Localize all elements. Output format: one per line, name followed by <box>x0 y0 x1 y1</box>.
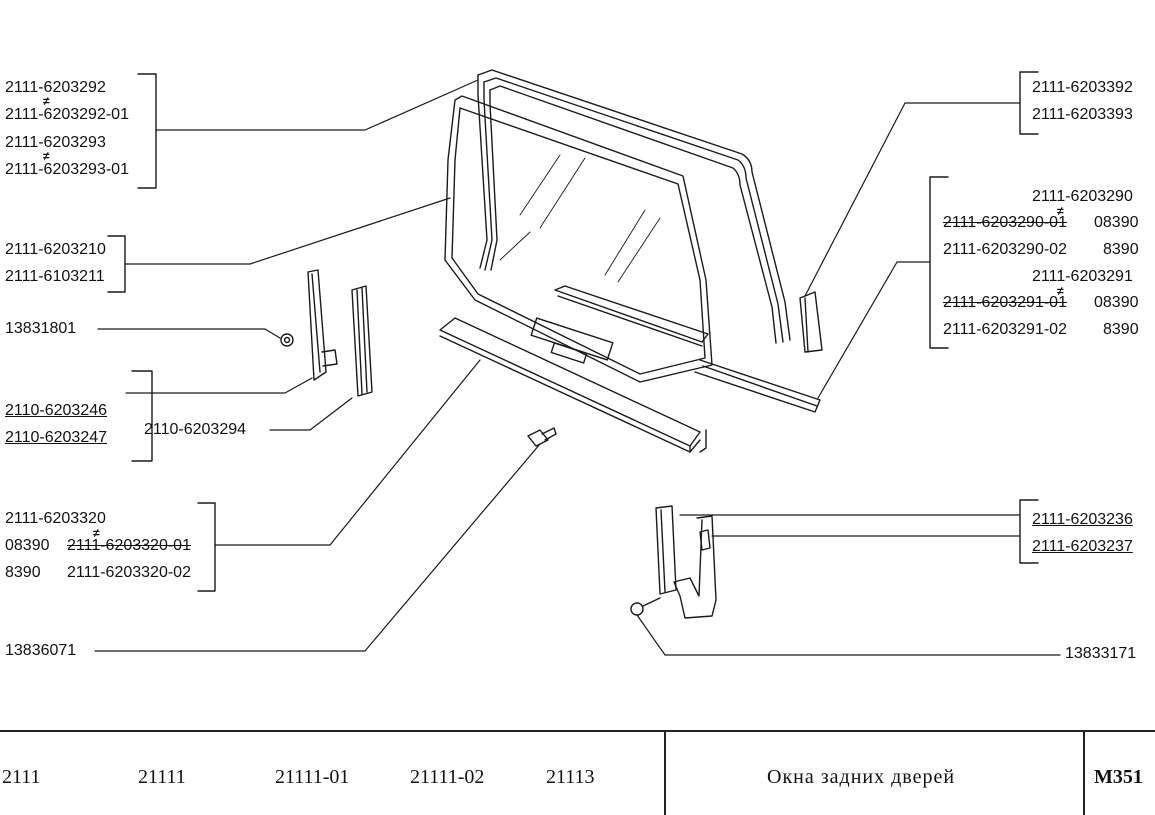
neq-mark: ≠ <box>1057 204 1064 218</box>
footer-title: Окна задних дверей <box>767 766 956 788</box>
label-glass-2111-6103211: 2111-6103211 <box>5 268 105 285</box>
outer-belt-molding <box>439 317 707 453</box>
label-rear-guide-237: 2111-6203237 <box>1032 538 1133 555</box>
footer-divider <box>1083 732 1085 815</box>
footer-divider <box>664 732 666 815</box>
door-glass <box>444 95 713 383</box>
guide-channel-drawing <box>351 285 373 397</box>
label-front-guide-247: 2110-6203247 <box>5 429 108 446</box>
label-seal-2111-6203292-01: 2111-6203292-01 <box>5 106 129 123</box>
neq-mark: ≠ <box>43 94 50 108</box>
nut-drawing <box>280 333 294 347</box>
leader-lines <box>94 79 1061 656</box>
label-outer-seal-r4: 2111-6203291 <box>1032 268 1133 285</box>
label-outer-seal-r1: 2111-6203290 <box>1032 188 1133 205</box>
footer-model-2111: 2111 <box>2 766 41 788</box>
footer-model-21113: 21113 <box>546 766 595 788</box>
label-seal-2111-6203293: 2111-6203293 <box>5 134 106 151</box>
label-inner-seal-row3: 2111-6203320-02 <box>67 564 191 581</box>
rear-guide-drawing <box>630 505 717 619</box>
label-outer-seal-r6-suffix: 8390 <box>1103 321 1139 338</box>
label-glass-2111-6203210: 2111-6203210 <box>5 241 106 258</box>
label-inner-seal-row2: 2111-6203320-01 <box>67 537 191 554</box>
label-outer-seal-r2-suffix: 08390 <box>1094 214 1139 231</box>
parts-diagram <box>94 69 1061 656</box>
brackets <box>107 71 1039 592</box>
label-outer-seal-r6: 2111-6203291-02 <box>943 321 1067 338</box>
outer-seal-strip <box>694 359 821 413</box>
label-outer-seal-r3: 2111-6203290-02 <box>943 241 1067 258</box>
label-seal-2111-6203292: 2111-6203292 <box>5 79 106 96</box>
window-frame-seal <box>477 69 791 344</box>
label-outer-seal-r5: 2111-6203291-01 <box>943 294 1067 311</box>
label-pillar-seal-393: 2111-6203393 <box>1032 106 1133 123</box>
label-rear-guide-236: 2111-6203236 <box>1032 511 1133 528</box>
label-bolt-13833171: 13833171 <box>1065 645 1137 662</box>
bolt-drawing-center <box>527 427 557 447</box>
neq-mark: ≠ <box>43 149 50 163</box>
label-outer-seal-r5-suffix: 08390 <box>1094 294 1139 311</box>
label-nut: 13831801 <box>5 320 77 337</box>
neq-mark: ≠ <box>1057 284 1064 298</box>
label-inner-seal-row1: 2111-6203320 <box>5 510 106 527</box>
pillar-seal-piece <box>799 291 823 353</box>
inner-belt-seal <box>554 285 709 347</box>
neq-mark: ≠ <box>93 526 100 540</box>
label-outer-seal-r2: 2111-6203290-01 <box>943 214 1067 231</box>
label-guide-channel: 2110-6203294 <box>144 421 247 438</box>
label-bolt-13836071: 13836071 <box>5 642 77 659</box>
front-guide-drawing <box>307 269 338 381</box>
footer-model-21111-02: 21111-02 <box>410 766 485 788</box>
label-inner-seal-prefix-8390: 8390 <box>5 564 41 581</box>
label-seal-2111-6203293-01: 2111-6203293-01 <box>5 161 129 178</box>
footer-code: М351 <box>1094 766 1143 788</box>
label-front-guide-246: 2110-6203246 <box>5 402 108 419</box>
label-pillar-seal-392: 2111-6203392 <box>1032 79 1133 96</box>
label-inner-seal-prefix-08390: 08390 <box>5 537 50 554</box>
footer-model-21111: 21111 <box>138 766 186 788</box>
footer-model-21111-01: 21111-01 <box>275 766 350 788</box>
label-outer-seal-r3-suffix: 8390 <box>1103 241 1139 258</box>
footer-bar: 2111 21111 21111-01 21111-02 21113 Окна … <box>0 730 1155 815</box>
